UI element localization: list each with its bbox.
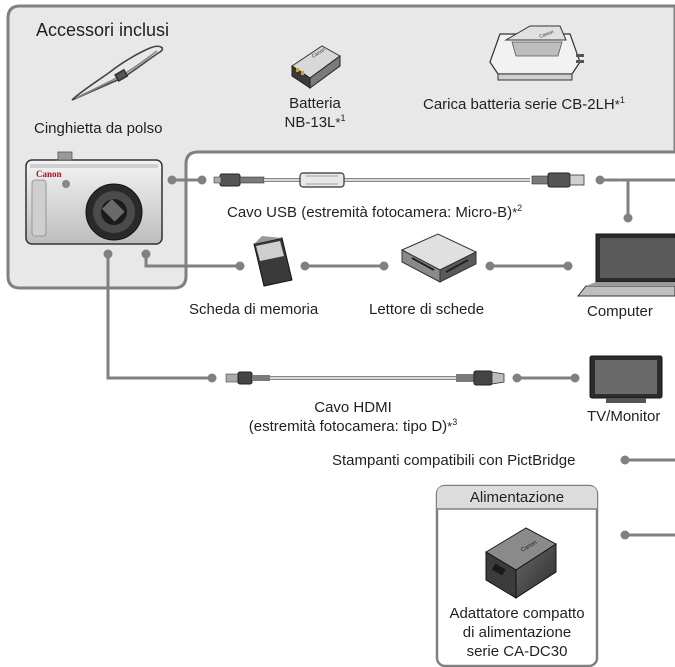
hdmi-cable-icon [225,370,505,386]
camera-icon: Canon [25,151,163,245]
battery-footnote: 1 [340,113,346,123]
hdmi-line [106,252,214,380]
memory-card-label: Scheda di memoria [189,301,319,318]
usb-cable-icon [213,172,585,188]
battery-footnote-mark: * [335,115,341,130]
power-adapter-line2: di alimentazione [462,624,572,641]
computer-icon [576,233,675,297]
usb-cable-label-text: Cavo USB (estremità fotocamera: Micro-B) [227,204,513,221]
hdmi-footnote: 3 [452,417,458,427]
battery-label: Batteria NB-13L*1 [270,94,360,132]
connection-dots [103,175,633,540]
hdmi-footnote-mark: * [447,419,453,434]
hdmi-label-line2: (estremità fotocamera: tipo D) [248,418,448,435]
card-reader-label: Lettore di schede [369,301,485,318]
battery-label-line1: Batteria [289,95,341,112]
usb-footnote: 2 [517,203,523,213]
power-adapter-icon: Canon [485,527,557,599]
included-accessories-title: Accessori inclusi [36,20,170,40]
tv-monitor-icon [589,355,663,403]
tv-monitor-label: TV/Monitor [587,408,661,425]
power-adapter-line1: Adattatore compatto [449,605,585,622]
computer-label: Computer [587,303,653,320]
power-adapter-line3: serie CA-DC30 [466,643,568,660]
usb-footnote-mark: * [512,205,518,220]
hdmi-cable-label: Cavo HDMI (estremità fotocamera: tipo D)… [228,398,478,436]
battery-label-line2: NB-13L [284,114,336,131]
hdmi-label-line1: Cavo HDMI [314,399,392,416]
charger-footnote-mark: * [614,97,620,112]
computer-drop-line [618,178,630,220]
power-adapter-label: Adattatore compatto di alimentazione ser… [437,604,597,661]
usb-cable-label: Cavo USB (estremità fotocamera: Micro-B)… [227,203,522,222]
charger-brand-text: Canon [539,29,555,40]
charger-icon: Canon [489,25,584,81]
power-panel-title: Alimentazione [469,489,565,506]
charger-footnote: 1 [619,95,625,105]
pictbridge-printers-label: Stampanti compatibili con PictBridge [332,452,576,469]
card-reader-icon [400,233,478,283]
memory-card-icon [253,236,293,287]
camera-brand-text: Canon [36,169,62,179]
charger-label-text: Carica batteria serie CB-2LH [423,96,615,113]
wrist-strap-icon [71,45,164,101]
charger-label: Carica batteria serie CB-2LH*1 [423,95,625,114]
wrist-strap-label: Cinghietta da polso [34,120,163,137]
